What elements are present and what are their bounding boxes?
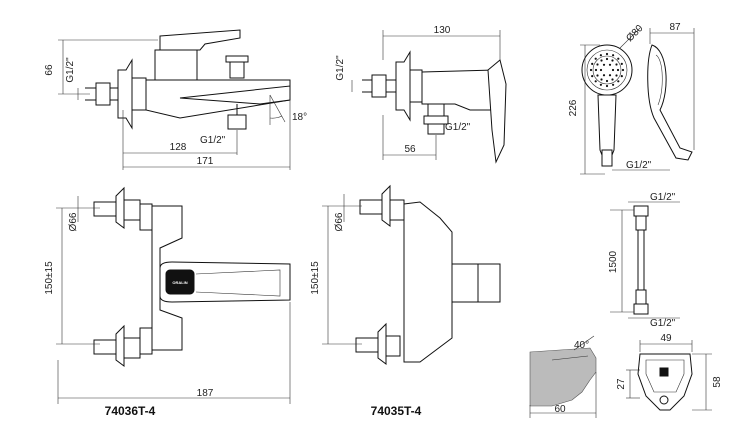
spout-detail-length: 60: [554, 404, 566, 415]
nozzle-dot: [591, 62, 594, 65]
nozzle-dot: [599, 68, 603, 72]
shower-centers-dim: 150±15: [310, 261, 321, 295]
bath-mixer-side-view: 66 G1/2" 18° G1/2" 128 171: [44, 29, 307, 170]
nozzle-dot: [600, 59, 603, 62]
nozzle-dot: [594, 68, 598, 72]
shower-hose-view: G1/2" 1500 G1/2": [608, 192, 680, 329]
brand-logo-bath: ORALIN: [172, 280, 187, 285]
nozzle-dot: [605, 79, 609, 83]
nozzle-dot: [605, 57, 609, 61]
shower-depth-dim: 56: [404, 144, 416, 155]
hand-shower-diameter: Ø80: [624, 23, 645, 44]
nozzle-dot: [594, 57, 597, 60]
nozzle-dot: [617, 80, 620, 83]
spout-detail-height: 58: [712, 376, 723, 388]
nozzle-dot: [615, 74, 618, 77]
nozzle-dot: [596, 74, 599, 77]
shower-width-dim: 130: [434, 25, 451, 36]
spout-thread-dim: G1/2": [200, 135, 226, 146]
bath-width-dim: 187: [197, 388, 214, 399]
hand-shower-views: Ø80 87 226 G1/2": [568, 22, 695, 175]
shower-mixer-side-view: 130 G1/2" G1/2" 56: [335, 25, 507, 164]
bath-model-number: 74036T-4: [105, 404, 156, 418]
hose-bottom-thread: G1/2": [650, 318, 676, 329]
nozzle-dot: [599, 54, 603, 57]
nozzle-dot: [611, 59, 614, 62]
nozzle-dot: [589, 68, 593, 72]
bath-centers-dim: 150±15: [44, 261, 55, 295]
shower-mixer-front-view: Ø66 150±15 74035T-4: [310, 184, 501, 418]
shower-outlet-thread: G1/2": [445, 122, 471, 133]
nozzle-dot: [611, 78, 614, 81]
nozzle-dot: [600, 78, 603, 81]
nozzle-dot: [591, 75, 594, 78]
nozzle-dot: [594, 80, 597, 83]
nozzle-dot: [608, 63, 612, 66]
nozzle-dot: [605, 84, 609, 88]
nozzle-dot: [608, 74, 612, 77]
bath-mixer-front-view: ORALIN Ø66 150±15 187 74036T-4: [44, 186, 291, 418]
shower-inlet-thread: G1/2": [335, 55, 346, 81]
spout-angle-dim: 18°: [292, 112, 307, 123]
nozzle-dot: [615, 63, 618, 66]
nozzle-dot: [602, 74, 606, 77]
nozzle-dot: [617, 57, 620, 60]
hand-shower-depth: 87: [669, 22, 681, 33]
bath-reach-128: 128: [170, 142, 187, 153]
nozzle-dot: [599, 83, 603, 86]
spout-detail-angle: 40°: [574, 340, 589, 351]
spout-detail-offset: 27: [616, 378, 627, 390]
nozzle-dot: [612, 54, 615, 57]
spout-detail-width: 49: [660, 333, 672, 344]
nozzle-dot: [596, 63, 599, 66]
nozzle-dot: [611, 68, 615, 72]
hose-top-thread: G1/2": [650, 192, 676, 203]
nozzle-dot: [620, 62, 623, 65]
nozzle-dot: [612, 83, 615, 86]
nozzle-dot: [621, 68, 625, 72]
hand-shower-length: 226: [568, 99, 579, 116]
shower-flange-dia: Ø66: [334, 212, 345, 231]
nozzle-dot: [602, 63, 606, 66]
shower-model-number: 74035T-4: [371, 404, 422, 418]
nozzle-dot: [620, 75, 623, 78]
hand-shower-thread: G1/2": [626, 160, 652, 171]
bath-reach-171: 171: [197, 156, 214, 167]
hose-length: 1500: [608, 250, 619, 273]
bath-flange-dia: Ø66: [68, 212, 79, 231]
nozzle-dot: [616, 68, 620, 72]
bath-inlet-thread: G1/2": [65, 57, 76, 83]
bath-height-dim: 66: [44, 64, 55, 76]
spout-detail-views: 40° 60 49 27 58: [529, 333, 723, 418]
nozzle-dot: [605, 52, 609, 56]
